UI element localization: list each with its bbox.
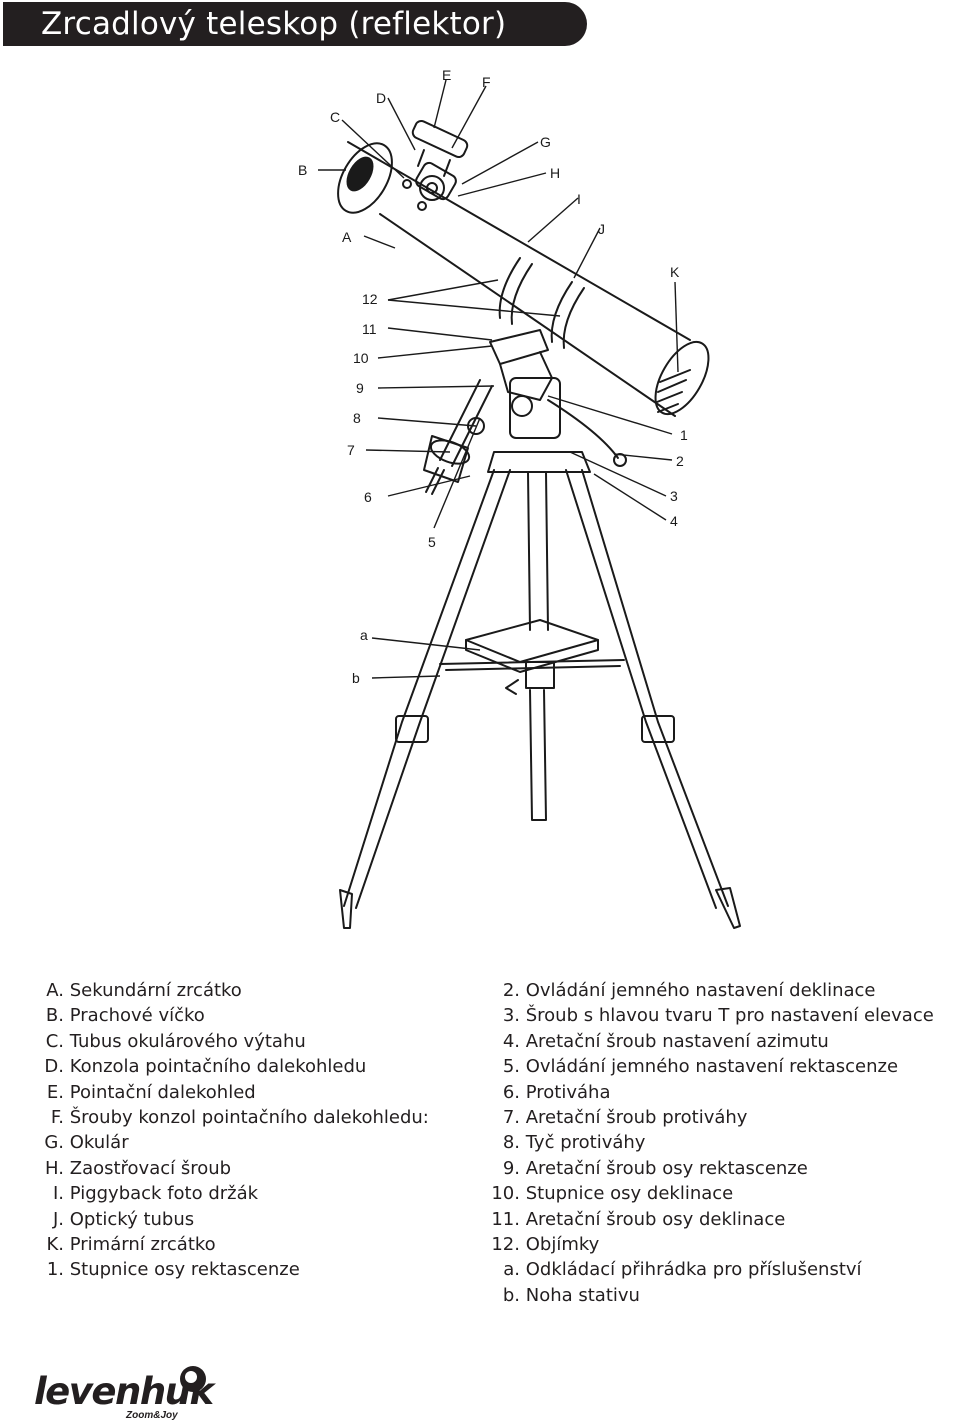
callout-tripod-b: b [352,670,360,686]
callout-11: 11 [362,321,377,337]
brand-tagline: Zoom&Joy [126,1410,178,1421]
legend-item: 9. Aretační šroub osy rektascenze [502,1157,808,1179]
callout-a: A [342,229,352,245]
legend-item: 2. Ovládání jemného nastavení deklinace [502,980,876,1001]
legend-item: 4. Aretační šroub nastavení azimutu [502,1030,829,1052]
legend-item: b. Noha stativu [502,1284,640,1306]
legend-item: E. Pointační dalekohled [46,1081,256,1103]
legend-item: 1. Stupnice osy rektascenze [46,1259,300,1281]
legend-item: 8. Tyč protiváhy [502,1132,646,1154]
brand-mark-icon [180,1366,206,1392]
legend-item: F. Šrouby konzol pointačního dalekohledu… [50,1107,429,1129]
counterweight [423,435,471,495]
legend-item: 7. Aretační šroub protiváhy [502,1107,748,1129]
callout-10: 10 [353,350,369,366]
callout-e: E [442,67,451,83]
callout-c: C [330,109,340,125]
callout-i: I [577,191,581,207]
callout-k: K [670,264,680,280]
optical-tube [337,141,710,417]
telescope-diagram: A B C D E F G H I J K 12 11 10 9 8 7 6 5… [298,67,741,929]
callout-1: 1 [680,427,688,443]
callout-9: 9 [356,380,364,396]
legend-item: H. Zaostřovací šroub [45,1157,232,1179]
callout-3: 3 [670,488,678,504]
legend-item: J. Optický tubus [52,1208,195,1230]
legend-item: G. Okulár [44,1132,129,1154]
callout-6: 6 [364,489,372,505]
legend-right: 2. Ovládání jemného nastavení deklinace … [482,978,934,1308]
callout-j: J [598,221,605,237]
callout-8: 8 [353,410,361,426]
callout-2: 2 [676,453,684,469]
callout-12: 12 [362,291,378,307]
tripod-legs [339,469,741,929]
title-bar: Zrcadlový teleskop (reflektor) [3,2,587,46]
legend-item: A. Sekundární zrcátko [46,980,242,1001]
brand-logo: levenhuk Zoom&Joy [32,1366,232,1426]
callout-tripod-a: a [360,627,368,643]
legend-item: 12. Objímky [491,1234,600,1256]
focuser-and-finder [402,119,469,211]
callout-b: B [298,162,307,178]
legend-item: B. Prachové víčko [45,1005,205,1027]
legend-item: 11. Aretační šroub osy deklinace [491,1208,786,1230]
legend-item: C. Tubus okulárového výtahu [45,1030,306,1052]
legend-item: I. Piggyback foto držák [52,1183,259,1205]
legend-item: 6. Protiváha [502,1081,611,1103]
callout-f: F [482,74,491,90]
legend-item: 10. Stupnice osy deklinace [491,1183,734,1205]
callout-5: 5 [428,534,436,550]
callout-4: 4 [670,513,678,529]
legend-item: 5. Ovládání jemného nastavení rektascenz… [502,1056,899,1078]
legend-item: 3. Šroub s hlavou tvaru T pro nastavení … [502,1005,934,1027]
page-title: Zrcadlový teleskop (reflektor) [41,6,507,42]
callout-d: D [376,90,386,106]
legend-item: D. Konzola pointačního dalekohledu [44,1056,367,1078]
legend-item: K. Primární zrcátko [46,1234,216,1256]
accessory-tray [439,619,625,821]
legend-left: A. Sekundární zrcátko B. Prachové víčko … [26,978,429,1283]
callout-7: 7 [347,442,355,458]
legend-item: a. Odkládací přihrádka pro příslušenství [503,1259,862,1281]
callout-g: G [540,134,551,150]
callout-h: H [550,165,560,181]
